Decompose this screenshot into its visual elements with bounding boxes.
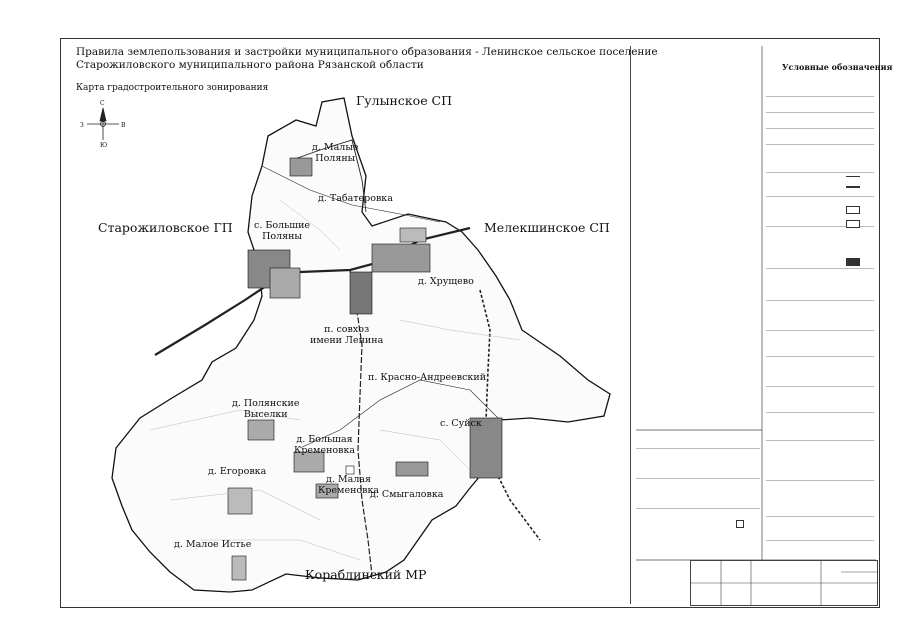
settlement-label-smygalovka: д. Смыгаловка <box>370 489 444 500</box>
settlement-label-bolshie-polyany: с. Большие Поляны <box>254 220 311 242</box>
compass-rose-icon <box>87 107 119 140</box>
compass-west-label: З <box>80 122 84 129</box>
settlement-label-bolshaya-kremenovka: д. Большая Кременовка <box>294 434 356 456</box>
compass-north-label: С <box>100 100 105 107</box>
neighbor-west-label: Старожиловское ГП <box>98 220 233 235</box>
built-up-areas <box>227 157 503 581</box>
compass-south-label: Ю <box>100 142 108 149</box>
neighbor-east-label: Мелекшинское СП <box>484 220 610 235</box>
settlement-label-maloe-istye: д. Малое Истье <box>174 539 252 550</box>
settlement-label-sovkhoz-lenina: п. совхоз имени Ленина <box>310 324 384 346</box>
neighbor-north-label: Гулынское СП <box>356 93 453 108</box>
settlement-label-khrushchevo: д. Хрущево <box>418 276 474 287</box>
settlement-boundary <box>111 97 611 593</box>
settlement-label-suysk: с. Суйск <box>440 418 482 429</box>
legend-title: Условные обозначения <box>782 62 893 72</box>
title-block-stamp <box>690 560 878 606</box>
settlement-label-egorovka: д. Егоровка <box>208 466 267 477</box>
title-block-grid <box>691 561 877 605</box>
field-boundaries <box>149 199 521 561</box>
map-title: Правила землепользования и застройки мун… <box>76 46 658 72</box>
settlement-label-polyanskie-vyselki: д. Полянские Выселки <box>232 398 300 420</box>
map-sheet-frame <box>60 38 880 608</box>
settlement-label-malye-polyany: д. Малые Поляны <box>312 142 359 164</box>
settlement-label-tabaterovka: д. Табатеровка <box>318 193 393 204</box>
title-line-1: Правила землепользования и застройки мун… <box>76 46 658 58</box>
title-line-2: Старожиловского муниципального района Ря… <box>76 59 424 71</box>
neighbor-south-label: Кораблинский МР <box>305 567 427 582</box>
map-subtitle: Карта градостроительного зонирования <box>76 83 269 93</box>
compass-east-label: В <box>121 122 126 129</box>
legend-panel <box>630 46 877 604</box>
settlement-label-malaya-kremenovka: д. Малая Кременовка <box>318 474 380 496</box>
settlement-label-krasno-andreevsky: п. Красно-Андреевский <box>368 372 487 383</box>
